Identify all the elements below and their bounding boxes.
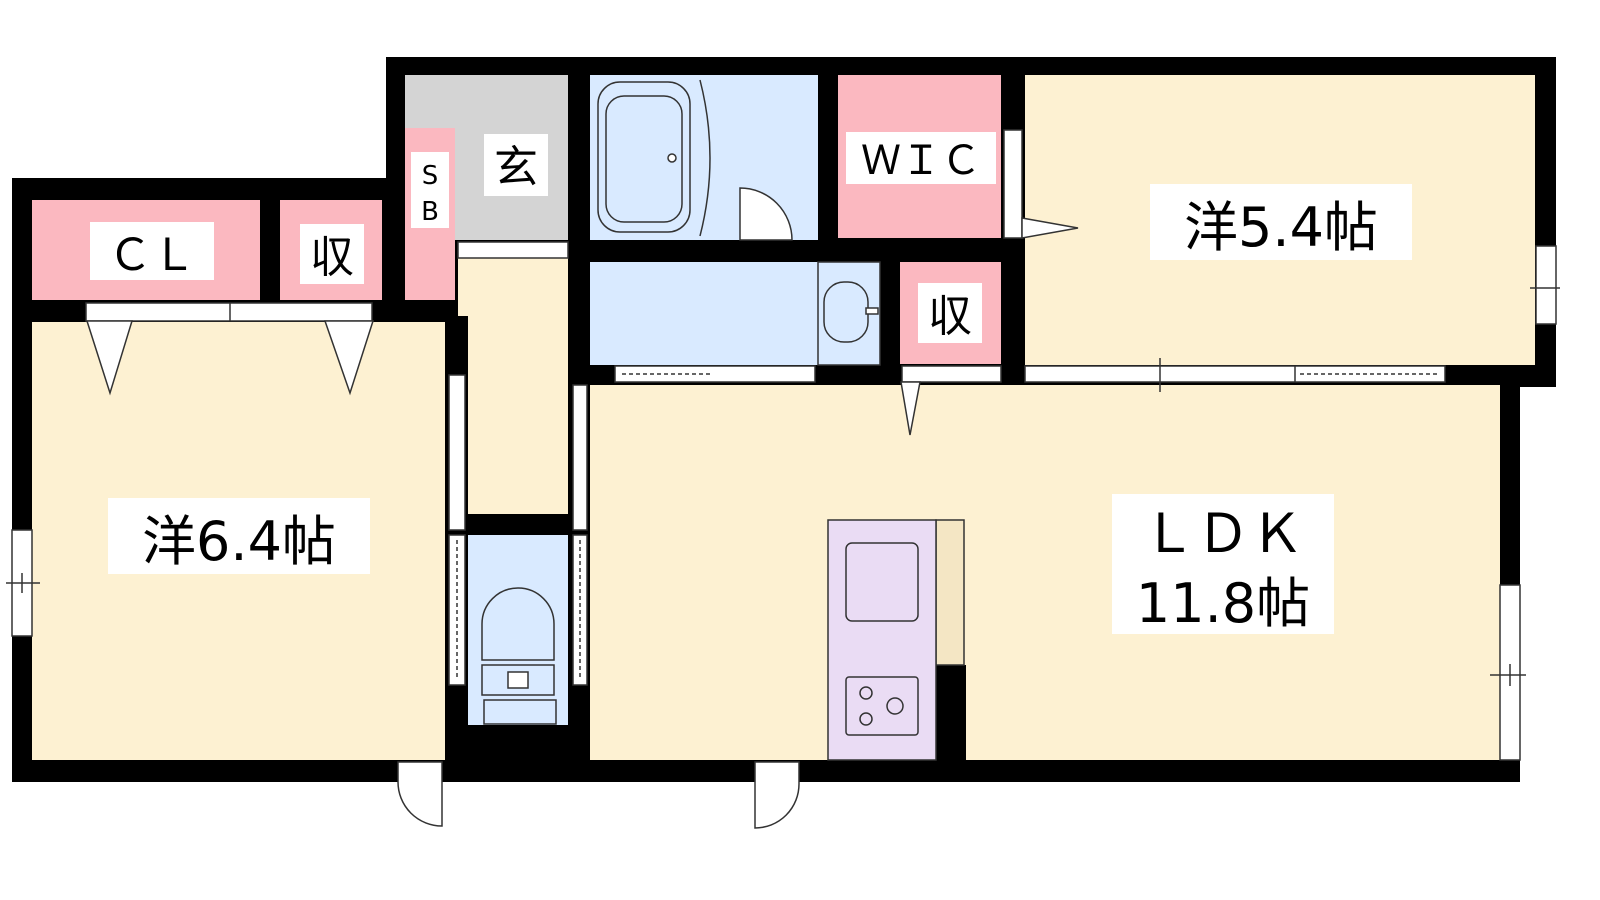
storage-a-label-bg xyxy=(300,224,364,284)
entrance-label: 玄 xyxy=(494,142,538,193)
western-room-a-label: 洋6.4帖 xyxy=(142,510,336,573)
sink-icon xyxy=(845,542,919,622)
shoe-box-label-bg xyxy=(411,152,449,228)
toilet-icon xyxy=(481,587,557,725)
stove-icon xyxy=(845,676,919,736)
window-icon xyxy=(6,129,1560,761)
entrance-step xyxy=(457,241,569,259)
ldk-floor xyxy=(590,385,1500,760)
entrance-label-bg xyxy=(484,134,548,196)
western-room-a-label-bg xyxy=(108,498,370,574)
western-room-b-label: 洋5.4帖 xyxy=(1184,196,1378,259)
hall-floor xyxy=(458,258,568,516)
door-swing-icon xyxy=(85,187,1079,829)
room-floors xyxy=(32,75,1535,760)
shoe-box-label-s: S xyxy=(422,161,439,191)
shoe-box-label-b: B xyxy=(421,197,439,227)
ldk-size-label: 11.8帖 xyxy=(1136,572,1310,635)
wic-label-bg xyxy=(846,132,996,184)
kitchen-side-counter xyxy=(935,519,965,666)
storage-a-label: 収 xyxy=(310,232,354,283)
storage-b-label-bg xyxy=(918,283,982,343)
bathtub-icon xyxy=(597,79,711,237)
window-dash-lines xyxy=(456,373,1440,680)
western-room-b-label-bg xyxy=(1150,184,1412,260)
washbasin-icon xyxy=(817,261,881,366)
ldk-label: ＬＤＫ xyxy=(1142,502,1304,565)
closet-label: ＣＬ xyxy=(108,230,196,281)
storage-b-label: 収 xyxy=(928,291,972,342)
closet-label-bg xyxy=(90,222,214,280)
ldk-label-bg xyxy=(1112,494,1334,634)
wic-label: ＷＩＣ xyxy=(861,138,981,184)
